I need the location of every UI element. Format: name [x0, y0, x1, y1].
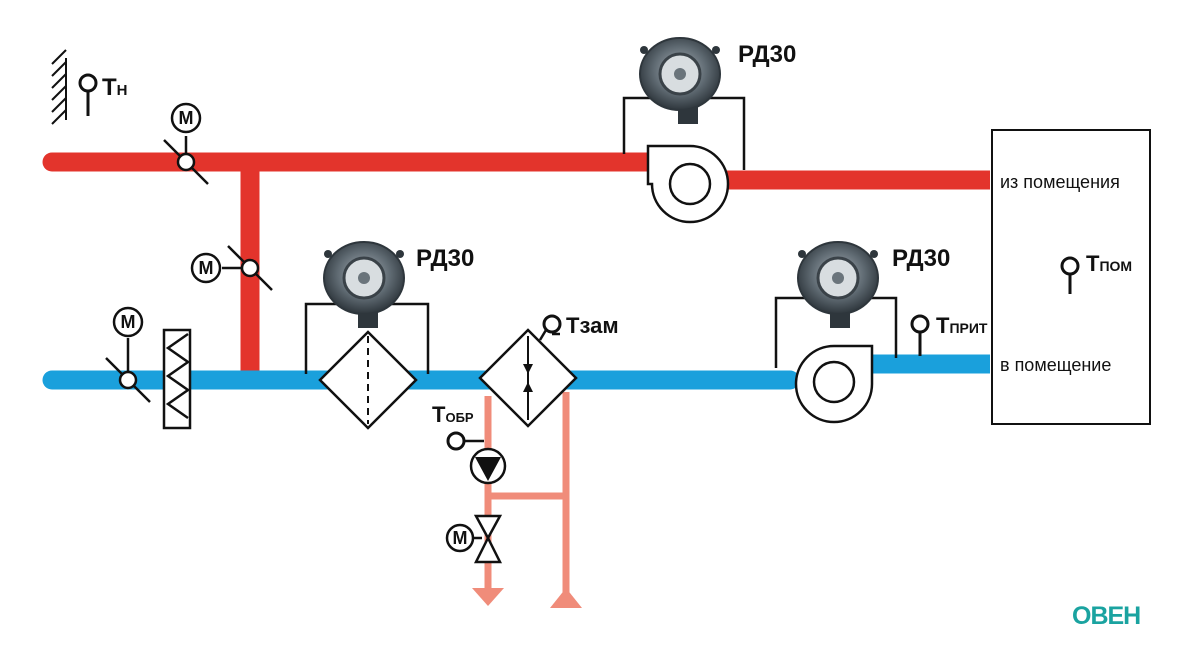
- main-filter: [318, 330, 418, 430]
- motor-label: М: [179, 108, 194, 128]
- brand-logo: ОВЕН: [1072, 602, 1141, 630]
- supply-temp-sensor: [910, 314, 930, 356]
- pressure-sensor-supply: [797, 241, 879, 328]
- motor-label: М: [199, 258, 214, 278]
- pressure-sensor-filter: [323, 241, 405, 328]
- mixing-valve[interactable]: М: [445, 514, 503, 564]
- exhaust-damper[interactable]: М: [163, 102, 209, 185]
- supply-fan: [794, 344, 874, 424]
- intake-filter: [162, 328, 192, 430]
- return-temp-sensor: [446, 431, 484, 451]
- motor-label: М: [453, 528, 468, 548]
- outdoor-wall: [51, 49, 67, 125]
- pressure-sensor-filter-label: РД30: [416, 245, 474, 272]
- room-temp-sensor: [1060, 256, 1080, 294]
- freeze-temp-sensor: [538, 314, 562, 341]
- pressure-sensor-supply-label: РД30: [892, 245, 950, 272]
- exhaust-fan: [646, 144, 730, 224]
- room-to-label: в помещение: [1000, 355, 1111, 375]
- recirculation-damper[interactable]: М: [190, 245, 273, 291]
- motor-label: М: [121, 312, 136, 332]
- pressure-sensor-exhaust: [639, 37, 721, 124]
- outdoor-temp-label: ТН: [102, 74, 128, 101]
- outdoor-temp-sensor: [78, 73, 98, 116]
- circulation-pump[interactable]: [469, 447, 507, 485]
- freeze-temp-label: Тзам: [566, 313, 619, 338]
- svg-text:ОВЕН: ОВЕН: [1072, 602, 1140, 630]
- room-temp-label: ТПОМ: [1086, 251, 1132, 276]
- pressure-sensor-exhaust-label: РД30: [738, 41, 796, 68]
- water-outflow-arrow: [472, 588, 504, 606]
- room-from-label: из помещения: [1000, 172, 1120, 192]
- water-heater: [478, 328, 578, 428]
- return-temp-label: ТОБР: [432, 402, 474, 427]
- intake-damper[interactable]: М: [105, 306, 151, 403]
- supply-temp-label: ТПРИТ: [936, 313, 988, 338]
- water-inflow-arrow: [550, 588, 582, 608]
